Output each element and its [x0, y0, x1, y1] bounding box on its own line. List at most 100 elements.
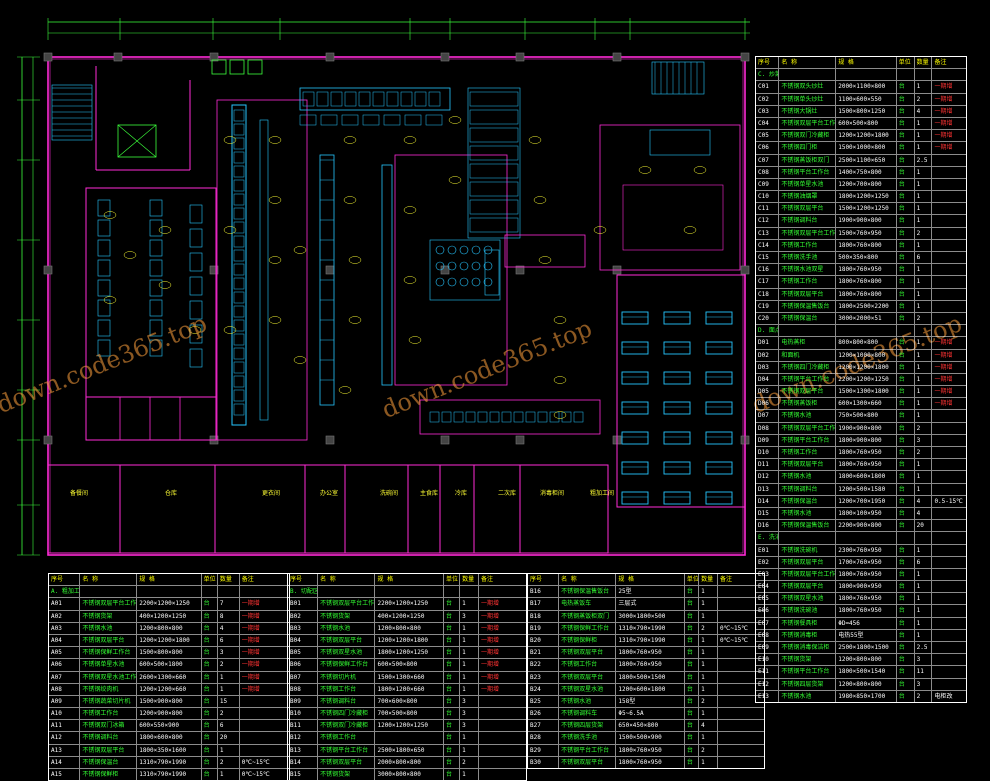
table-cell-name: 电热蒸柜: [779, 337, 837, 349]
table-cell-size: 1200×1200×1800: [836, 130, 897, 142]
table-cell-note: [479, 732, 526, 743]
table-cell-note: 一期增: [241, 636, 260, 644]
callout-bubble: [348, 256, 362, 264]
table-cell-code: B20: [528, 634, 560, 647]
table-cell-code: B24: [528, 683, 560, 695]
table-cell-code: B25: [528, 695, 560, 708]
table-cell-size: 1200×1200×1800: [836, 361, 897, 373]
exhaust-hood: [299, 87, 451, 111]
table-cell-name: 不锈钢工作台: [318, 732, 376, 744]
table-cell-size: 1500×800×800: [137, 647, 202, 659]
table-cell-code: E. 洗消区: [756, 532, 780, 544]
vent-icon: [211, 59, 227, 75]
lift-cross: [117, 124, 157, 158]
table-cell-code: B18: [528, 610, 560, 622]
dining-table: [621, 311, 649, 325]
room-label: 办公室: [320, 489, 338, 497]
table-cell-qty: 1: [460, 647, 480, 659]
table-cell-qty: 2: [915, 93, 933, 105]
table-cell-code: B22: [528, 659, 560, 671]
table-cell-qty: 1: [915, 117, 933, 130]
table-cell-code: B13: [288, 744, 319, 756]
table-cell-qty: 15: [218, 695, 240, 708]
callout-bubble: [158, 226, 172, 234]
table-cell-code: B26: [528, 708, 560, 720]
table-cell-qty: 6: [218, 634, 240, 647]
table-cell-note: [718, 745, 764, 756]
equipment-block: [465, 411, 476, 423]
equipment-block: [469, 181, 519, 197]
table-cell-note: 0.5-15℃: [934, 497, 963, 505]
table-cell-qty: 1: [915, 373, 933, 386]
table-cell-name: 不锈钢四门冷藏柜: [318, 708, 376, 720]
dining-table: [705, 461, 733, 475]
table-cell-size: 1200×500×1580: [836, 483, 897, 495]
table-cell-note: [718, 708, 764, 719]
table-cell-size: 1800×760×950: [836, 459, 897, 471]
table-cell-size: 25型: [616, 586, 685, 598]
table-cell-qty: 1: [699, 756, 719, 768]
table-cell-code: C05: [756, 130, 780, 142]
table-cell-size: 1800×760×950: [616, 647, 685, 659]
table-cell-name: 不锈钢四门冷藏柜: [779, 361, 837, 373]
callout-bubble: [188, 326, 202, 334]
table-cell-note: [932, 569, 966, 580]
callout-bubble: [103, 211, 117, 219]
equipment-block: [189, 300, 203, 320]
equipment-block: [549, 411, 560, 423]
long-counter: [231, 104, 247, 426]
table-cell-code: D09: [756, 434, 780, 446]
table-cell-size: 规 格: [616, 574, 685, 586]
table-cell-unit: 台: [444, 683, 461, 695]
table-cell-qty: 1: [699, 708, 719, 720]
table-cell-code: C18: [756, 288, 780, 300]
table-cell-unit: 台: [897, 642, 915, 654]
equipment-block: [97, 199, 111, 217]
table-cell-code: E10: [756, 654, 780, 666]
table-cell-name: 电热蒸饭车: [559, 598, 617, 610]
table-cell-note: [932, 447, 966, 458]
outer-wall-inner: [49, 58, 744, 554]
table-cell-note: [240, 696, 289, 707]
table-cell-qty: 6: [218, 720, 240, 732]
table-cell-qty: 1: [915, 142, 933, 154]
equipment-block: [149, 199, 163, 217]
callout-bubble: [103, 296, 117, 304]
equipment-block: [469, 127, 519, 143]
table-cell-size: 1800×760×800: [836, 239, 897, 251]
callout-bubble: [683, 226, 697, 234]
table-cell-name: 不锈钢调料台: [80, 732, 138, 744]
table-cell-qty: 1: [699, 586, 719, 598]
table-cell-name: 不锈钢水池: [80, 622, 138, 634]
table-cell-code: D11: [756, 459, 780, 471]
structural-column: [440, 52, 450, 62]
table-cell-code: 序号: [756, 57, 780, 69]
table-cell-size: 600×1300×660: [836, 398, 897, 410]
table-cell-code: C17: [756, 276, 780, 288]
hood-unit: [344, 91, 357, 107]
table-cell-size: 1200×600×1800: [616, 683, 685, 695]
table-cell-qty: [915, 532, 933, 544]
table-cell-unit: 台: [897, 678, 915, 690]
table-cell-name: [318, 586, 376, 598]
table-cell-qty: 2: [699, 744, 719, 756]
table-cell-code: E08: [756, 629, 780, 641]
structural-column: [740, 52, 750, 62]
table-cell-unit: 台: [897, 690, 915, 702]
equipment-block: [189, 348, 203, 368]
structural-column: [325, 435, 335, 445]
table-cell-note: [718, 720, 764, 731]
table-cell-qty: 1: [218, 671, 240, 683]
table-cell-note: [932, 654, 966, 665]
